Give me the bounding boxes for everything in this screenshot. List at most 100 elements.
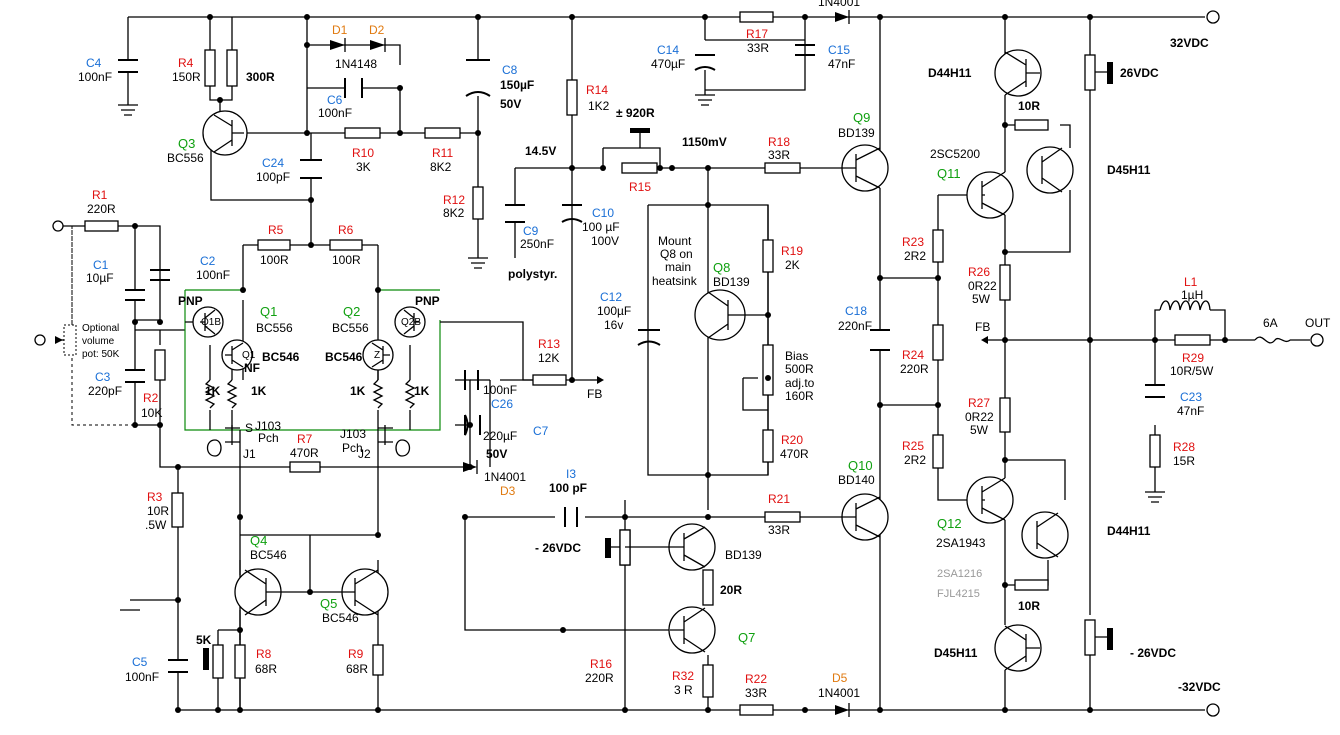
svg-text:BC556: BC556 xyxy=(167,151,204,165)
bias-neg2-label: - 26VDC xyxy=(535,541,581,555)
transistor-q5 xyxy=(310,568,389,616)
svg-text:J2: J2 xyxy=(358,447,371,461)
svg-text:1N4001: 1N4001 xyxy=(818,0,860,9)
svg-text:33R: 33R xyxy=(747,41,769,55)
svg-text:J1: J1 xyxy=(243,447,256,461)
capacitor-c3 xyxy=(125,369,145,383)
svg-text:12K: 12K xyxy=(538,351,559,365)
svg-text:Bias: Bias xyxy=(785,349,808,363)
svg-text:150µF: 150µF xyxy=(500,78,534,92)
svg-text:PNP: PNP xyxy=(178,294,203,308)
svg-text:Q7: Q7 xyxy=(738,630,755,645)
transistor-q8 xyxy=(694,289,768,341)
transistor-q12 xyxy=(966,476,1014,524)
svg-text:Q2: Q2 xyxy=(343,304,360,319)
capacitor-c26b xyxy=(464,370,479,390)
svg-text:Optional: Optional xyxy=(82,323,119,334)
svg-text:R16: R16 xyxy=(590,657,612,671)
svg-text:Q10: Q10 xyxy=(848,458,873,473)
rail-neg-label: -32VDC xyxy=(1178,680,1221,694)
svg-text:heatsink: heatsink xyxy=(652,274,698,288)
resistor-r27 xyxy=(999,397,1011,433)
svg-text:D44H11: D44H11 xyxy=(1107,524,1151,538)
svg-text:2SC5200: 2SC5200 xyxy=(930,147,980,161)
svg-text:220R: 220R xyxy=(585,671,614,685)
transistor-q2 xyxy=(362,339,394,371)
terminal-out[interactable] xyxy=(1310,333,1324,347)
resistor-1k-b xyxy=(226,379,238,409)
svg-text:100nF: 100nF xyxy=(78,70,112,84)
transistor-q4 xyxy=(234,568,310,616)
svg-text:1N4148: 1N4148 xyxy=(335,57,377,71)
svg-text:R32: R32 xyxy=(672,669,694,683)
resistor-10r-bottom xyxy=(1014,579,1049,591)
svg-text:Q4: Q4 xyxy=(250,533,267,548)
svg-text:.5W: .5W xyxy=(145,518,167,532)
svg-text:5K: 5K xyxy=(196,633,212,647)
svg-text:BC546: BC546 xyxy=(262,350,300,364)
svg-text:FB: FB xyxy=(975,320,990,334)
svg-text:D1: D1 xyxy=(332,23,348,37)
svg-text:BD140: BD140 xyxy=(838,473,875,487)
resistor-r1 xyxy=(84,220,119,232)
input-terminal[interactable] xyxy=(52,220,64,232)
svg-text:R12: R12 xyxy=(443,193,465,207)
svg-text:100pF: 100pF xyxy=(256,170,290,184)
svg-text:C4: C4 xyxy=(86,56,102,70)
svg-text:polystyr.: polystyr. xyxy=(508,267,557,281)
svg-text:R8: R8 xyxy=(256,647,272,661)
svg-text:Q12: Q12 xyxy=(937,516,962,531)
resistor-r29 xyxy=(1174,334,1211,346)
terminal-pos[interactable] xyxy=(1206,10,1220,24)
svg-text:R24: R24 xyxy=(902,348,924,362)
svg-text:250nF: 250nF xyxy=(520,237,554,251)
svg-text:R26: R26 xyxy=(968,265,990,279)
svg-text:300R: 300R xyxy=(246,70,275,84)
svg-text:50V: 50V xyxy=(500,97,521,111)
capacitor-c4 xyxy=(118,59,138,73)
svg-text:R3: R3 xyxy=(147,490,163,504)
svg-text:R23: R23 xyxy=(902,235,924,249)
transistor-q1b xyxy=(192,306,224,338)
diode-d5 xyxy=(835,705,849,715)
transistor-qd1 xyxy=(994,49,1042,97)
svg-text:1K: 1K xyxy=(414,384,430,398)
svg-text:R7: R7 xyxy=(297,432,313,446)
resistor-r19 xyxy=(762,239,774,273)
svg-text:Q8: Q8 xyxy=(713,260,730,275)
svg-text:470R: 470R xyxy=(290,446,319,460)
resistor-r23 xyxy=(932,229,944,263)
capacitor-c24 xyxy=(300,159,322,179)
trimmer-bias xyxy=(762,344,774,396)
optional-pot xyxy=(63,324,77,356)
resistor-1k-d xyxy=(404,379,416,409)
transistor-q10 xyxy=(840,493,889,541)
svg-text:R15: R15 xyxy=(629,180,651,194)
svg-text:R13: R13 xyxy=(538,337,560,351)
svg-text:J103: J103 xyxy=(255,419,281,433)
svg-text:I3: I3 xyxy=(566,467,576,481)
svg-text:47nF: 47nF xyxy=(1177,404,1204,418)
svg-text:Q5: Q5 xyxy=(320,596,337,611)
svg-text:R14: R14 xyxy=(586,83,608,97)
resistor-r26 xyxy=(999,264,1011,301)
svg-text:100µF: 100µF xyxy=(597,304,631,318)
svg-text:NF: NF xyxy=(244,361,260,375)
svg-text:16v: 16v xyxy=(604,318,623,332)
capacitor-c8 xyxy=(465,59,491,97)
capacitor-c14 xyxy=(694,54,716,71)
svg-text:33R: 33R xyxy=(745,686,767,700)
transistor-q11b xyxy=(1026,146,1074,194)
svg-text:1µH: 1µH xyxy=(1181,288,1203,302)
svg-text:BC546: BC546 xyxy=(250,548,287,562)
svg-text:R25: R25 xyxy=(902,439,924,453)
svg-text:C14: C14 xyxy=(657,43,679,57)
svg-text:R18: R18 xyxy=(768,135,790,149)
resistor-r17 xyxy=(739,11,774,23)
resistor-r11 xyxy=(424,127,461,139)
resistor-20r xyxy=(702,569,714,606)
fb-arrow-left-icon xyxy=(981,336,988,344)
transistors xyxy=(192,49,1074,672)
terminal-neg[interactable] xyxy=(1206,703,1220,717)
